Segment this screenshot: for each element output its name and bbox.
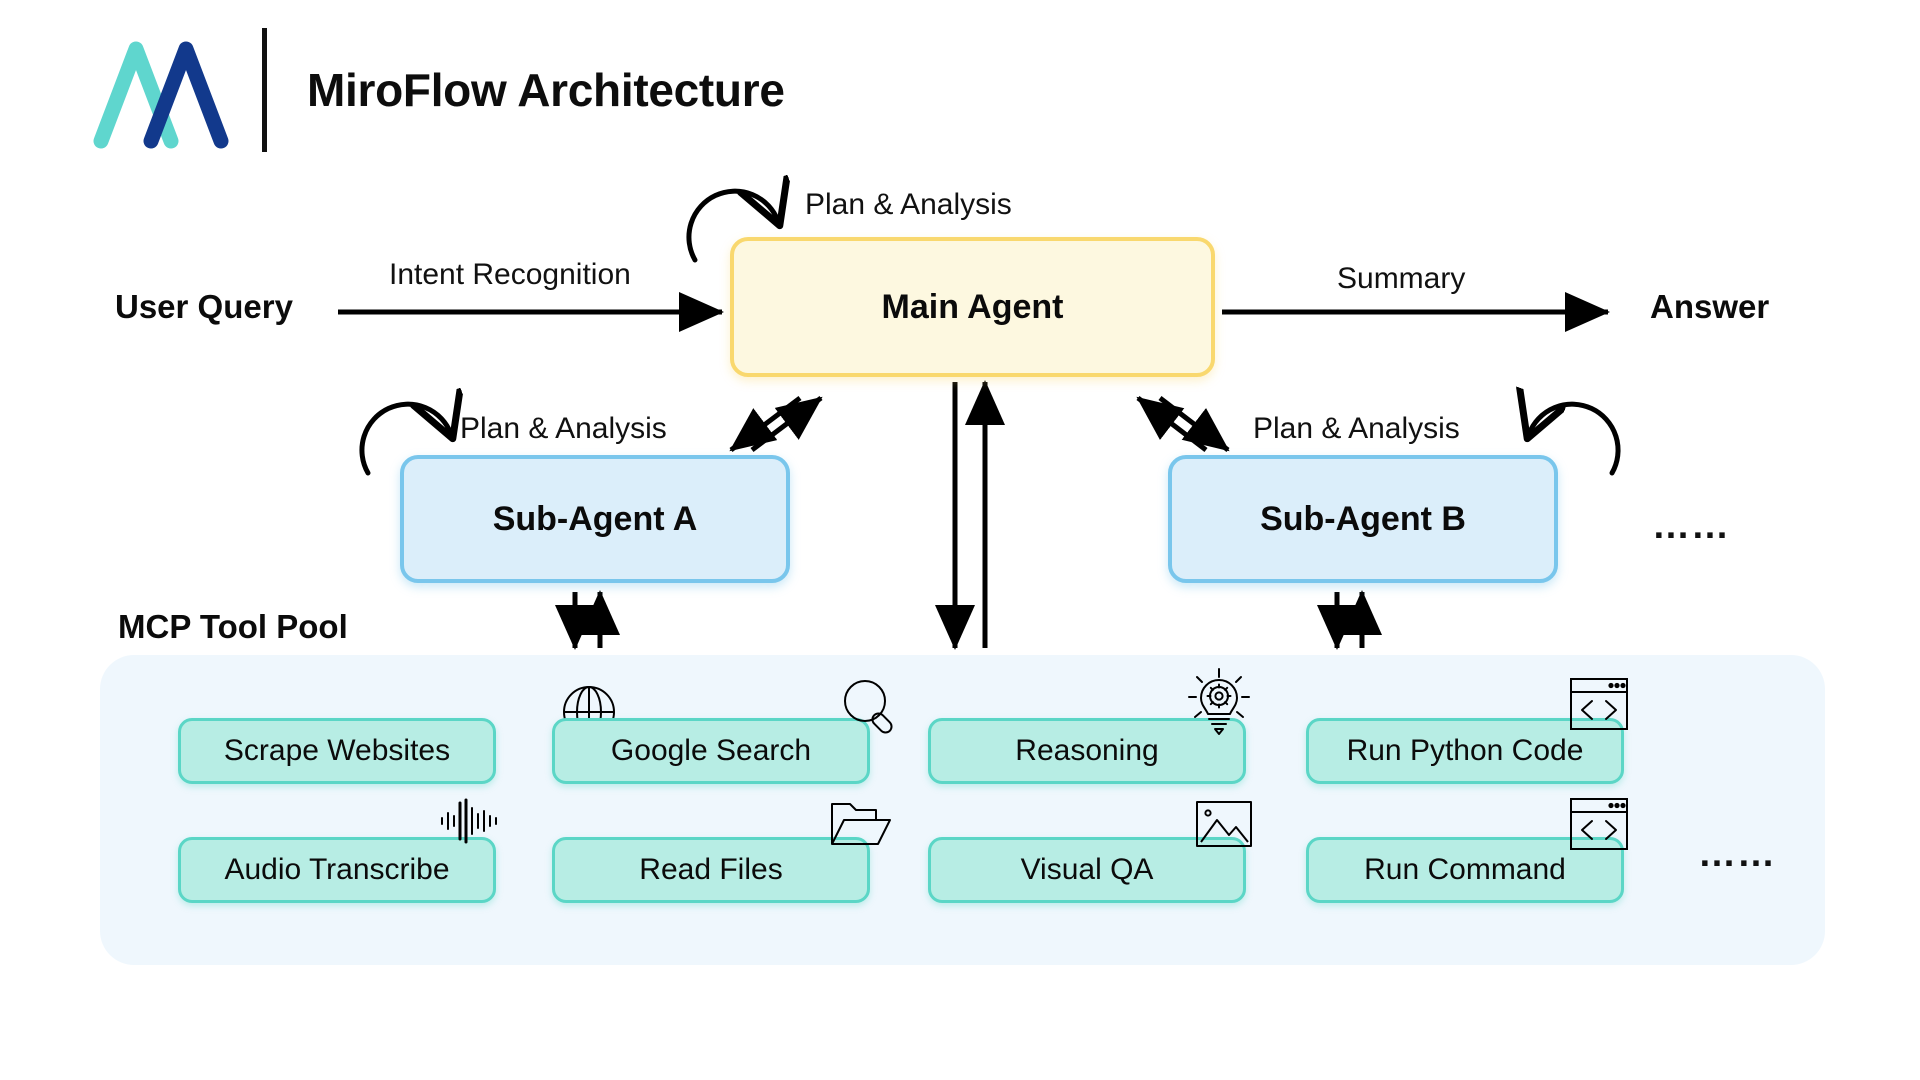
main-agent-label: Main Agent: [881, 287, 1064, 326]
tool-chip-visual-qa[interactable]: Visual QA: [928, 837, 1246, 903]
miroflow-logo-icon: [88, 31, 238, 149]
page-title: MiroFlow Architecture: [307, 64, 785, 116]
tool-chip-run-python-code[interactable]: Run Python Code: [1306, 718, 1624, 784]
tool-chip-scrape-websites[interactable]: Scrape Websites: [178, 718, 496, 784]
tool-chip-run-command[interactable]: Run Command: [1306, 837, 1624, 903]
tool-label: Reasoning: [1015, 734, 1159, 767]
tool-chip-audio-transcribe[interactable]: Audio Transcribe: [178, 837, 496, 903]
main-agent-node[interactable]: Main Agent: [730, 237, 1215, 377]
tool-label: Read Files: [639, 853, 783, 886]
header: MiroFlow Architecture: [88, 26, 785, 154]
sub-agent-b-label: Sub-Agent B: [1260, 499, 1466, 538]
tool-label: Visual QA: [1020, 853, 1154, 886]
sub-agent-a-node[interactable]: Sub-Agent A: [400, 455, 790, 583]
mcp-tool-pool-panel: Scrape Websites Google Search: [100, 655, 1825, 965]
tool-chip-google-search[interactable]: Google Search: [552, 718, 870, 784]
mcp-tool-pool-title: MCP Tool Pool: [118, 608, 348, 645]
answer-label: Answer: [1650, 288, 1770, 325]
more-sub-agents-ellipsis: ……: [1652, 505, 1730, 547]
more-tools-ellipsis: ……: [1698, 833, 1776, 875]
summary-edge-label: Summary: [1337, 262, 1466, 295]
sub-agent-a-plan-analysis-label: Plan & Analysis: [460, 412, 667, 445]
sub-agent-b-node[interactable]: Sub-Agent B: [1168, 455, 1558, 583]
tool-label: Scrape Websites: [223, 734, 451, 767]
sub-agent-a-label: Sub-Agent A: [492, 499, 698, 538]
tool-label: Google Search: [610, 734, 812, 767]
tool-chip-read-files[interactable]: Read Files: [552, 837, 870, 903]
tool-chip-reasoning[interactable]: Reasoning: [928, 718, 1246, 784]
header-divider: [262, 28, 267, 152]
tool-label: Run Python Code: [1346, 734, 1584, 767]
user-query-label: User Query: [115, 288, 293, 325]
tool-label: Run Command: [1364, 853, 1566, 886]
sub-agent-b-plan-analysis-label: Plan & Analysis: [1253, 412, 1460, 445]
main-agent-plan-analysis-label: Plan & Analysis: [805, 188, 1012, 221]
tool-label: Audio Transcribe: [224, 853, 450, 886]
intent-recognition-edge-label: Intent Recognition: [389, 258, 631, 291]
